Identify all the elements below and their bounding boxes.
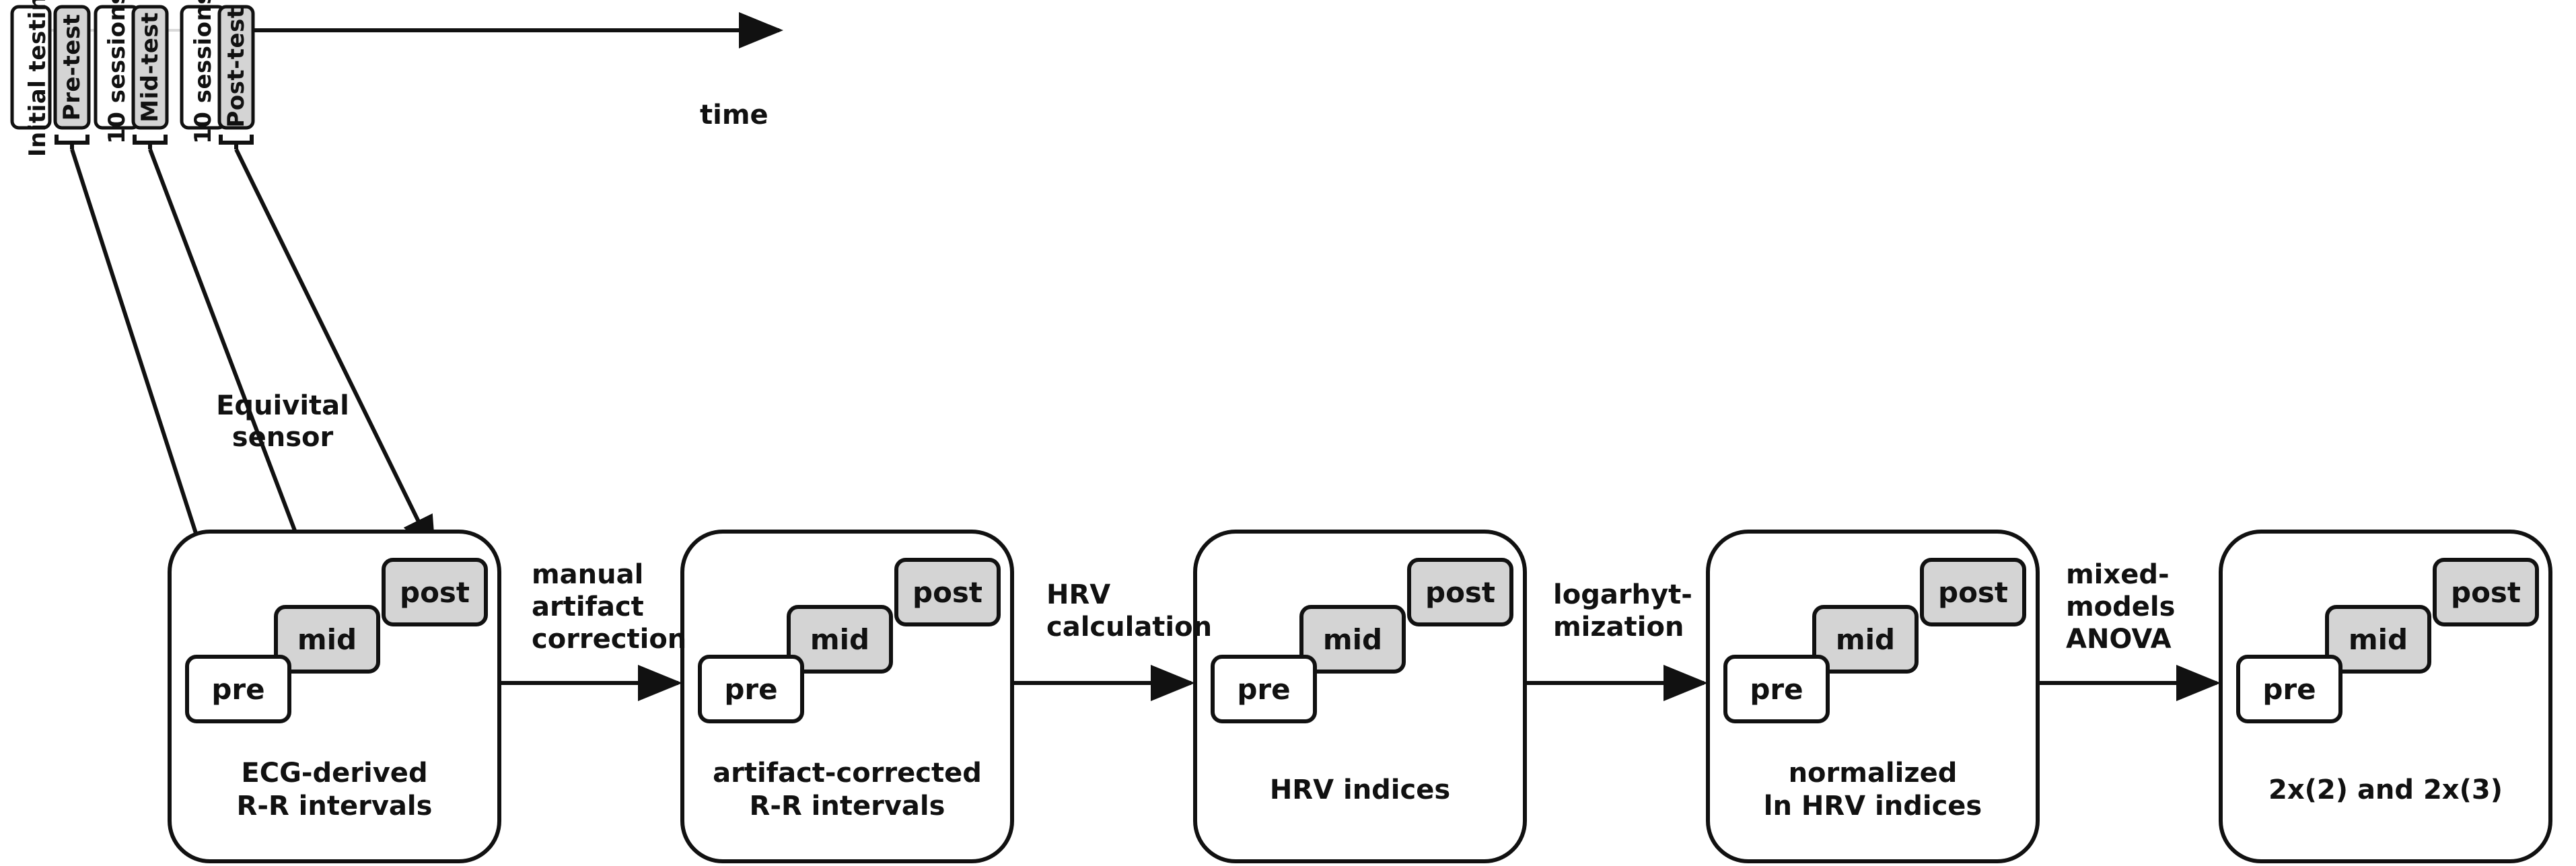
timeline-label-post-test: Post-test: [223, 7, 250, 128]
stage-caption-wrap-hrv: HRV indices: [1195, 774, 1525, 807]
card-text-pre: pre: [1750, 672, 1803, 706]
card-label-pre-normalized: pre: [1725, 657, 1828, 721]
stage-caption-anova: 2x(2) and 2x(3): [2268, 774, 2503, 805]
card-text-pre: pre: [1237, 672, 1291, 706]
stage-anova-card-post[interactable]: [2433, 558, 2539, 626]
card-label-pre-ecg: pre: [187, 657, 289, 721]
timeline-label-mid-test: Mid-test: [137, 12, 164, 122]
stage-anova-card-mid[interactable]: [2325, 605, 2431, 674]
timeline-label-sessions-2: 10 sessions: [190, 0, 217, 144]
bracket-mid-test: [133, 135, 168, 149]
card-text-mid: mid: [297, 622, 357, 656]
stage-hrv-card-pre[interactable]: [1211, 655, 1317, 723]
stage-ecg-card-mid[interactable]: [274, 605, 380, 674]
stage-corrected-card-mid[interactable]: [787, 605, 893, 674]
card-label-post-anova: post: [2435, 560, 2537, 624]
card-label-post-hrv: post: [1409, 560, 1511, 624]
bracket-post-test: [219, 135, 254, 149]
card-label-pre-hrv: pre: [1213, 657, 1315, 721]
timeline-box-pre-test[interactable]: [53, 5, 91, 130]
card-label-post-corrected: post: [896, 560, 999, 624]
stage-ecg-card-pre[interactable]: [185, 655, 291, 723]
card-text-pre: pre: [2262, 672, 2316, 706]
card-text-post: post: [400, 575, 470, 609]
stage-anova-card-pre[interactable]: [2236, 655, 2342, 723]
timeline-box-mid-test[interactable]: [131, 5, 169, 130]
card-text-mid: mid: [2348, 622, 2408, 656]
stage-caption-wrap-anova: 2x(2) and 2x(3): [2221, 774, 2550, 807]
card-text-pre: pre: [724, 672, 778, 706]
stage-normalized-card-post[interactable]: [1920, 558, 2026, 626]
sensor-arrow-to-post: [234, 148, 436, 557]
card-text-post: post: [2451, 575, 2521, 609]
stage-corrected-card-pre[interactable]: [698, 655, 804, 723]
stage-caption-ecg: ECG-derived R-R intervals: [236, 758, 433, 822]
connector-label-mixed-models-anova: mixed- models ANOVA: [2066, 559, 2176, 655]
card-label-mid-ecg: mid: [276, 607, 378, 672]
timeline-box-post-test[interactable]: [217, 5, 255, 130]
card-label-pre-anova: pre: [2238, 657, 2340, 721]
connector-label-manual-artifact-correction: manual artifact correction: [532, 559, 687, 655]
stage-ecg-card-post[interactable]: [382, 558, 488, 626]
card-label-mid-corrected: mid: [789, 607, 891, 672]
card-text-mid: mid: [1835, 622, 1896, 656]
card-text-mid: mid: [810, 622, 870, 656]
stage-corrected-card-post[interactable]: [894, 558, 1001, 626]
stage-caption-hrv: HRV indices: [1269, 774, 1451, 805]
card-text-pre: pre: [211, 672, 265, 706]
timeline-box-initial-testing[interactable]: [10, 5, 52, 130]
card-label-post-normalized: post: [1922, 560, 2024, 624]
card-text-mid: mid: [1322, 622, 1383, 656]
stage-normalized-card-pre[interactable]: [1723, 655, 1830, 723]
stage-caption-wrap-ecg: ECG-derived R-R intervals: [170, 757, 499, 823]
card-label-pre-corrected: pre: [700, 657, 802, 721]
stage-caption-wrap-corrected: artifact-corrected R-R intervals: [682, 757, 1012, 823]
stage-hrv-card-mid[interactable]: [1299, 605, 1406, 674]
card-label-mid-anova: mid: [2327, 607, 2429, 672]
stage-caption-corrected: artifact-corrected R-R intervals: [713, 758, 982, 822]
stage-hrv-card-post[interactable]: [1407, 558, 1513, 626]
card-label-post-ecg: post: [384, 560, 486, 624]
card-label-mid-normalized: mid: [1814, 607, 1917, 672]
timeline-label-sessions-1: 10 sessions: [104, 0, 131, 144]
bracket-pre-test: [55, 135, 90, 149]
equivital-sensor-label: Equivital sensor: [216, 390, 349, 454]
time-axis-label: time: [700, 100, 768, 131]
card-label-mid-hrv: mid: [1301, 607, 1404, 672]
connector-label-hrv-calculation: HRV calculation: [1046, 579, 1213, 643]
card-text-post: post: [1425, 575, 1495, 609]
stage-caption-normalized: normalized ln HRV indices: [1763, 758, 1982, 822]
timeline-label-pre-test: Pre-test: [59, 13, 85, 121]
card-text-post: post: [1938, 575, 2008, 609]
stage-normalized-card-mid[interactable]: [1812, 605, 1919, 674]
stage-caption-wrap-normalized: normalized ln HRV indices: [1708, 757, 2038, 823]
timeline-label-initial-testing: Initial testing: [24, 0, 51, 157]
card-text-post: post: [913, 575, 982, 609]
connector-label-logarhytmization: logarhyt- mization: [1553, 579, 1692, 643]
